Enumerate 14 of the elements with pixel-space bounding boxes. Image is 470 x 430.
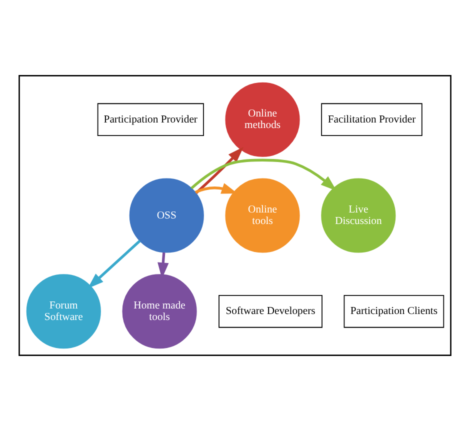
node-circle: Home made tools	[122, 274, 197, 348]
arrow	[190, 158, 337, 190]
arrow	[88, 239, 141, 288]
cluster	[18, 74, 452, 356]
node-box: Facilitation Provider	[321, 102, 422, 136]
node-circle: Live Discussion	[321, 178, 396, 252]
node-circle: Online methods	[225, 82, 300, 156]
node-circle: OSS	[129, 178, 204, 252]
node-box: Participation Provider	[97, 102, 204, 136]
node-box: Participation Clients	[344, 294, 444, 328]
node-circle: Online tools	[225, 178, 300, 252]
arrow	[195, 146, 244, 194]
node-box: Software Developers	[218, 294, 322, 328]
node-circle: Forum Software	[26, 274, 101, 348]
